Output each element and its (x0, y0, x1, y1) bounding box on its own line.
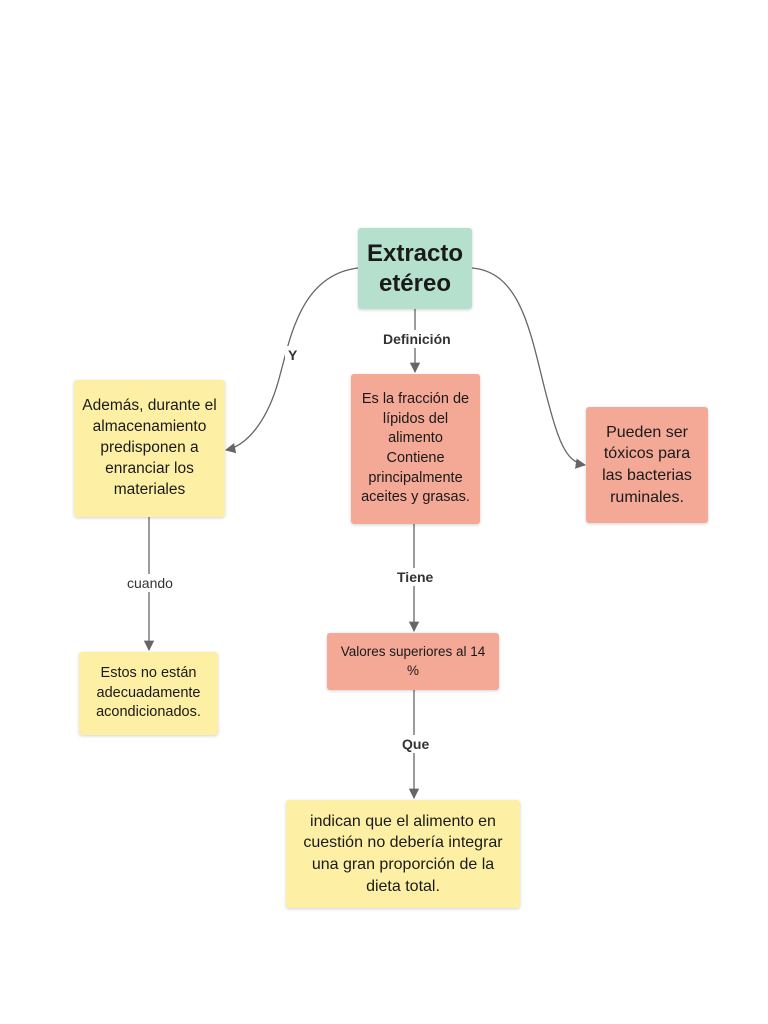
edge-label-cuando: cuando (124, 574, 176, 592)
node-leftbottom-text: Estos no están adecuadamente acondiciona… (96, 665, 201, 721)
node-no-acondicionados: Estos no están adecuadamente acondiciona… (79, 652, 218, 735)
node-right-text: Pueden ser tóxicos para las bacterias ru… (602, 423, 692, 506)
edge-label-definicion: Definición (380, 330, 454, 348)
node-valores-superiores: Valores superiores al 14 % (327, 633, 499, 690)
node-definicion: Es la fracción de lípidos del alimento C… (351, 374, 480, 524)
edge-label-tiene: Tiene (394, 568, 437, 586)
node-dieta-total: indican que el alimento en cuestión no d… (286, 800, 520, 908)
edge-label-que: Que (399, 735, 433, 753)
node-center-text: Es la fracción de lípidos del alimento C… (361, 391, 470, 506)
node-toxicos: Pueden ser tóxicos para las bacterias ru… (586, 407, 708, 523)
node-extracto-etereo: Extracto etéreo (358, 228, 472, 309)
connector-root-to-right (471, 267, 587, 469)
node-root-text: Extracto etéreo (366, 239, 464, 297)
edge-label-y: Y (285, 346, 301, 364)
node-almacenamiento: Además, durante el almacenamiento predis… (74, 380, 225, 517)
node-left-text: Además, durante el almacenamiento predis… (82, 397, 217, 498)
node-values-text: Valores superiores al 14 % (340, 644, 486, 678)
node-bottom-text: indican que el alimento en cuestión no d… (303, 812, 503, 895)
